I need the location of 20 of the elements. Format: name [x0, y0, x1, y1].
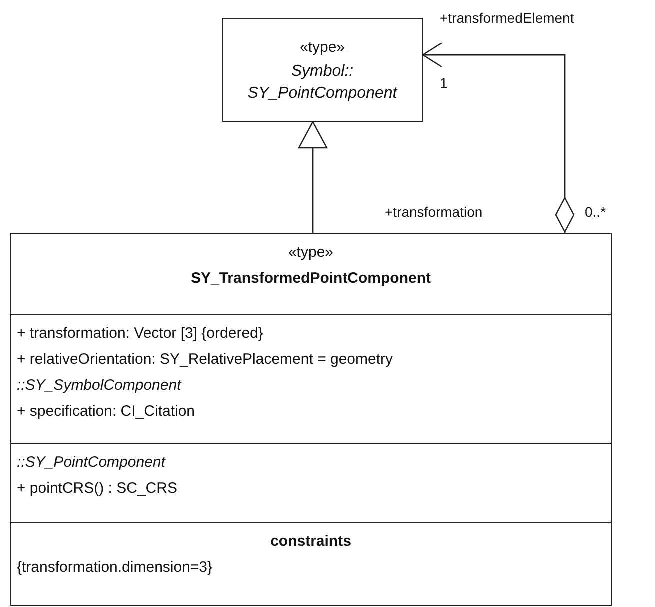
- compartment-heading: constraints: [270, 532, 352, 552]
- attribute-text: + relativeOrientation: SY_RelativePlacement = geometry: [17, 350, 394, 370]
- multiplicity-label: 1: [440, 75, 448, 91]
- operation-text: + pointCRS() : SC_CRS: [17, 478, 178, 499]
- stereotype-label: «type»: [288, 243, 334, 263]
- class-name: Symbol:: SY_PointComponent: [248, 62, 398, 104]
- class-box: [10, 233, 612, 606]
- inherited-from-label: ::SY_PointComponent: [17, 452, 166, 473]
- stereotype-label: «type»: [300, 38, 346, 58]
- attribute-text: + transformation: Vector [3] {ordered}: [17, 324, 264, 344]
- aggregation-arrow: [422, 42, 575, 233]
- role-name: +transformedElement: [440, 10, 574, 26]
- inherited-from-label: ::SY_SymbolComponent: [17, 376, 182, 396]
- class-name: SY_TransformedPointComponent: [190, 269, 432, 289]
- generalization-arrow: [298, 121, 328, 233]
- class-box: [222, 18, 423, 122]
- attribute-text: + specification: CI_Citation: [17, 402, 196, 422]
- multiplicity-label: 0..*: [585, 204, 606, 220]
- constraint-text: {transformation.dimension=3}: [17, 558, 213, 578]
- role-name: +transformation: [385, 204, 483, 220]
